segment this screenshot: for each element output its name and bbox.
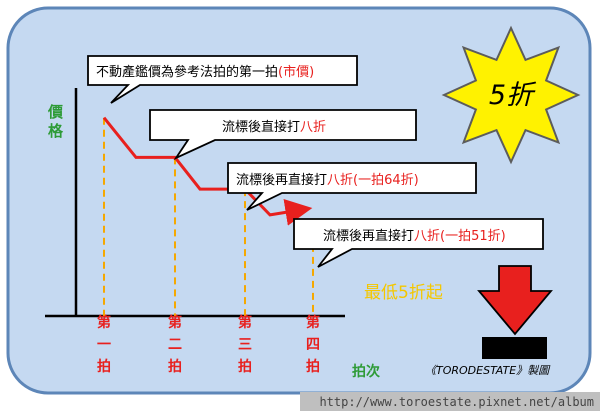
round-label-1: 第一拍 [97,314,111,375]
callout-third-round: 流標後再直接打八折(一拍64折) [227,162,477,211]
callout-4-text: 流標後再直接打 [323,228,414,244]
round-labels: 第一拍 第二拍 第三拍 第四拍 [97,314,320,375]
callout-1-highlight: (市價) [278,64,314,80]
callout-3-highlight: 八折(一拍64折) [327,173,419,188]
x-axis-label: 拍次 [352,363,380,380]
callout-1-text: 不動產鑑價為參考法拍的第一拍 [96,64,278,80]
footer-strip [300,392,600,411]
svg-text:流標後直接打八折: 流標後直接打八折 [222,119,326,135]
minimum-note: 最低5折起 [364,283,443,303]
callout-2-text: 流標後直接打 [222,119,300,135]
callout-3-text: 流標後再直接打 [236,172,327,188]
y-axis-label: 價格 [46,103,64,142]
down-arrow-icon [477,265,553,336]
callout-4-highlight: 八折(一拍51折) [414,229,506,244]
svg-text:流標後再直接打八折(一拍51折): 流標後再直接打八折(一拍51折) [323,228,506,244]
callout-second-round: 流標後直接打八折 [149,109,417,161]
footer-url: http://www.toroestate.pixnet.net/album [319,395,594,409]
discount-starburst: 5折 [441,25,581,165]
credit-text: 《TORODESTATE》製圖 [425,364,551,377]
burst-label: 5折 [489,80,537,111]
callout-2-highlight: 八折 [300,120,326,135]
price-line [102,116,313,226]
round-label-4: 第四拍 [306,314,320,375]
callout-fourth-round: 流標後再直接打八折(一拍51折) [293,218,544,268]
svg-text:流標後再直接打八折(一拍64折): 流標後再直接打八折(一拍64折) [236,172,419,188]
callout-first-round: 不動產鑑價為參考法拍的第一拍(市價) [87,55,358,104]
round-label-2: 第二拍 [168,314,182,375]
round-label-3: 第三拍 [238,314,252,375]
svg-text:不動產鑑價為參考法拍的第一拍(市價): 不動產鑑價為參考法拍的第一拍(市價) [96,64,314,80]
floor-block [482,337,547,359]
